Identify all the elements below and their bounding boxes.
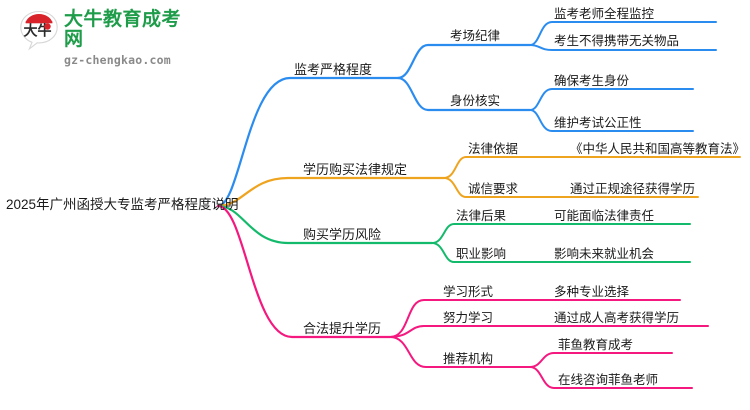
logo-text: 大牛教育成考网 gz-chengkao.com xyxy=(64,10,198,67)
branch-node-1[interactable]: 监考严格程度 xyxy=(294,62,373,77)
leaf-node-3-2-1[interactable]: 影响未来就业机会 xyxy=(554,247,655,261)
branch-node-3[interactable]: 购买学历风险 xyxy=(303,227,382,242)
sub-node-3-1[interactable]: 法律后果 xyxy=(456,209,507,223)
leaf-node-4-3-2[interactable]: 在线咨询菲鱼老师 xyxy=(558,373,659,387)
sub-node-4-2[interactable]: 努力学习 xyxy=(443,311,494,325)
edge-group-branch-1 xyxy=(216,21,717,208)
leaf-node-1-1-1[interactable]: 监考老师全程监控 xyxy=(554,7,655,21)
sub-node-2-1[interactable]: 法律依据 xyxy=(468,142,519,156)
sub-node-3-2[interactable]: 职业影响 xyxy=(456,247,507,261)
sub-node-4-3[interactable]: 推荐机构 xyxy=(443,352,494,366)
logo-domain: gz-chengkao.com xyxy=(64,52,171,67)
daniu-logo-icon: 大牛 xyxy=(20,10,58,51)
leaf-node-1-1-2[interactable]: 考生不得携带无关物品 xyxy=(554,34,680,48)
leaf-node-4-1-1[interactable]: 多种专业选择 xyxy=(554,285,630,299)
leaf-node-2-2-1[interactable]: 通过正规途径获得学历 xyxy=(570,182,696,196)
sub-node-1-2[interactable]: 身份核实 xyxy=(450,94,501,108)
branch-node-4[interactable]: 合法提升学历 xyxy=(303,321,382,336)
leaf-node-1-2-2[interactable]: 维护考试公正性 xyxy=(554,116,642,130)
leaf-node-1-2-1[interactable]: 确保考生身份 xyxy=(554,74,630,88)
sub-node-4-1[interactable]: 学习形式 xyxy=(443,285,494,299)
sub-node-1-1[interactable]: 考场纪律 xyxy=(450,29,501,43)
leaf-node-4-2-1[interactable]: 通过成人高考获得学历 xyxy=(554,311,680,325)
leaf-node-2-1-1[interactable]: 《中华人民共和国高等教育法》 xyxy=(570,142,746,156)
mindmap-root-node[interactable]: 2025年广州函授大专监考严格程度说明 xyxy=(6,197,239,212)
leaf-node-3-1-1[interactable]: 可能面临法律责任 xyxy=(554,209,655,223)
site-logo[interactable]: 大牛 大牛教育成考网 gz-chengkao.com xyxy=(18,6,198,67)
leaf-node-4-3-1[interactable]: 菲鱼教育成考 xyxy=(558,338,634,352)
branch-node-2[interactable]: 学历购买法律规定 xyxy=(303,162,408,177)
logo-title: 大牛教育成考网 xyxy=(64,9,182,50)
sub-node-2-2[interactable]: 诚信要求 xyxy=(468,182,519,196)
